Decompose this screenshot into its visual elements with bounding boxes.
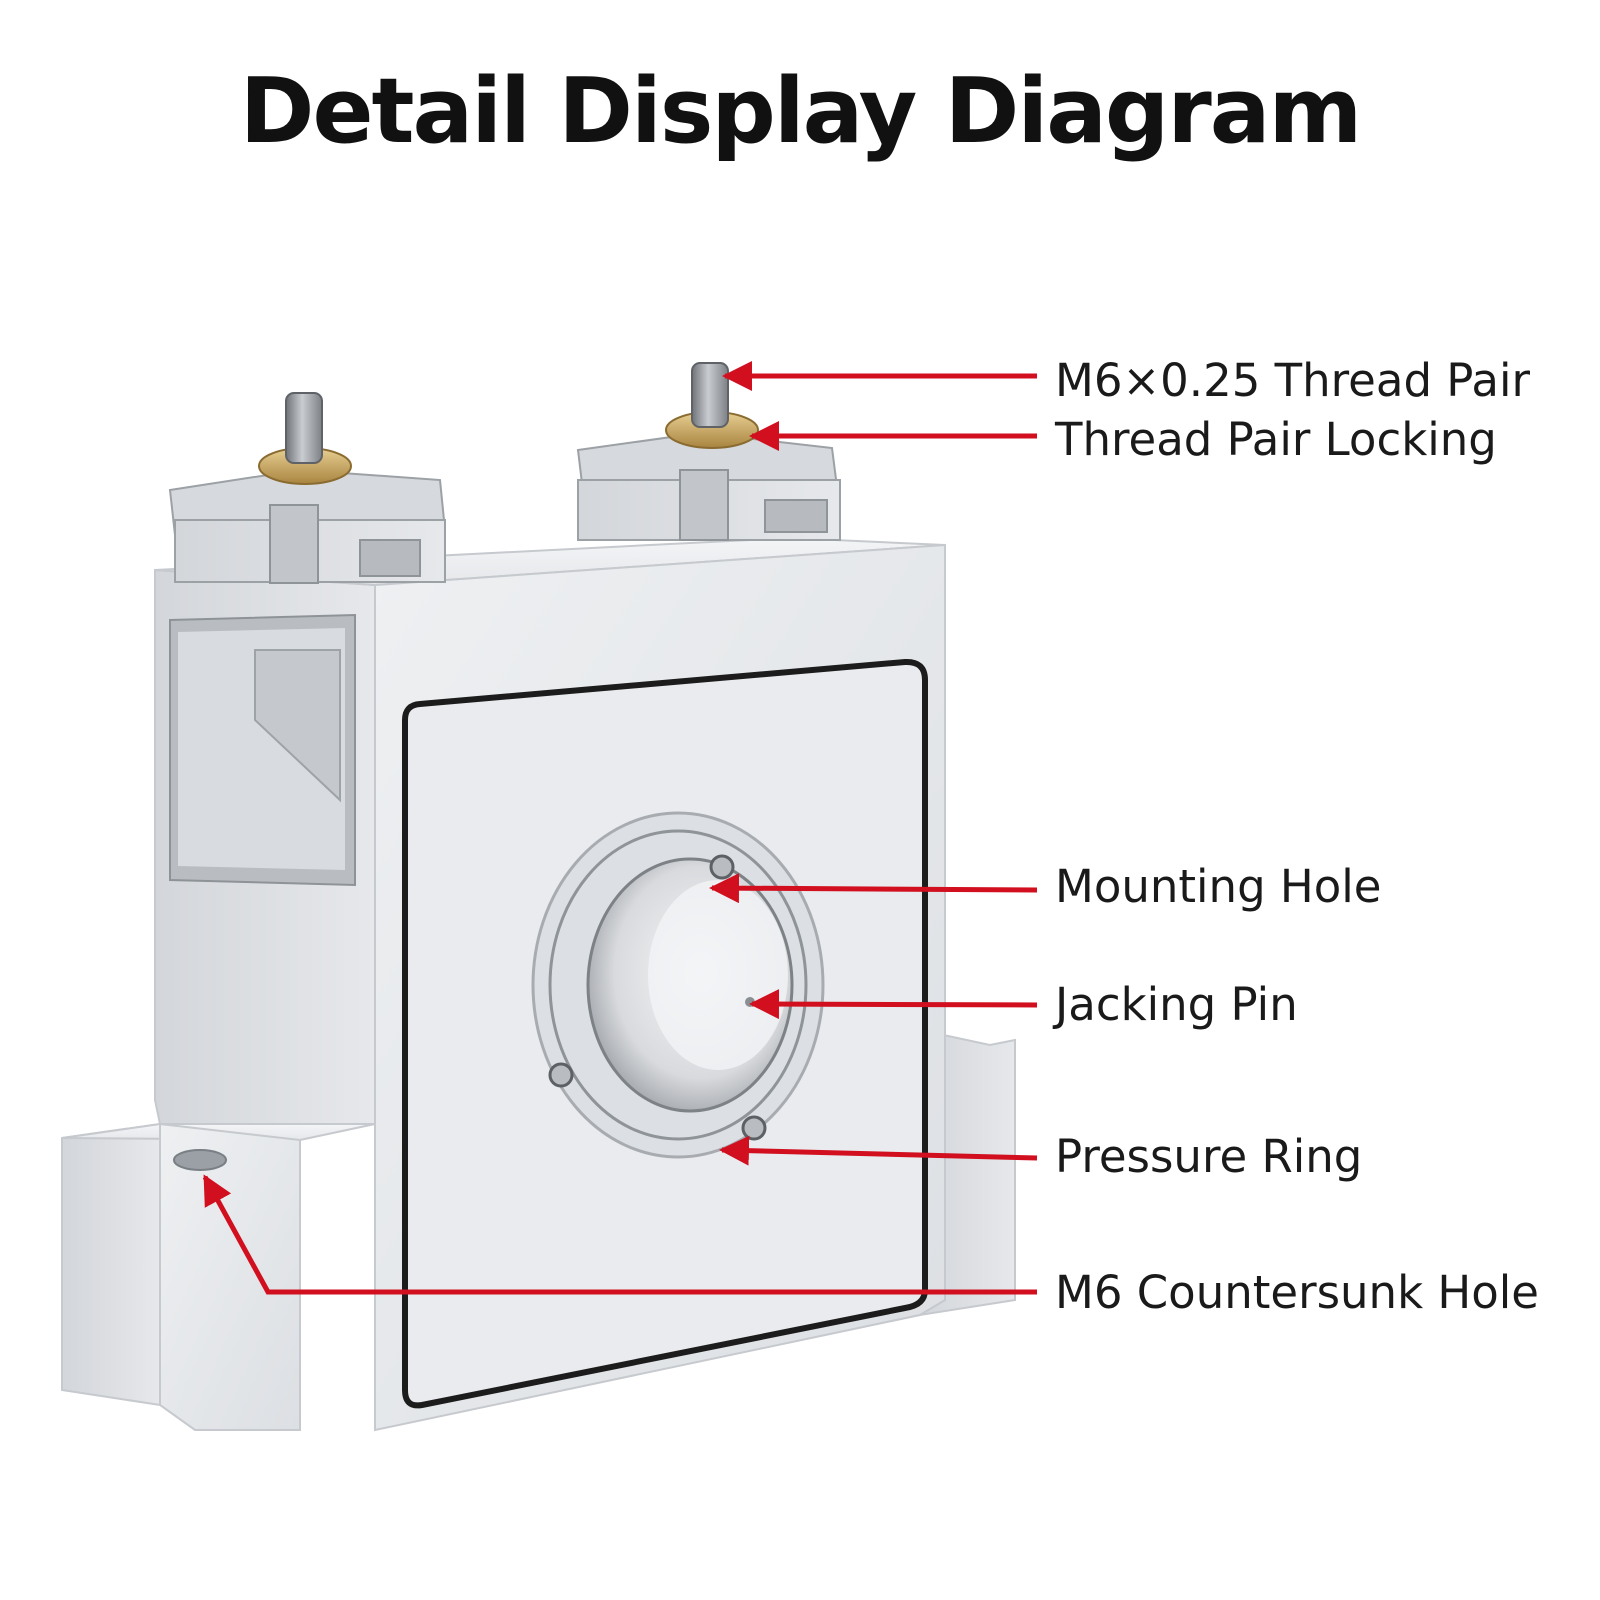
page-title: Detail Display Diagram [239, 59, 1363, 164]
adjuster-left [168, 392, 447, 584]
ring-screw-bottom [741, 1115, 767, 1141]
ring-screw-left [548, 1062, 574, 1088]
countersunk-hole [173, 1149, 227, 1171]
block-side-face [154, 568, 376, 1125]
leader-pressure-ring [719, 1135, 1038, 1166]
leader-countersunk-hole [202, 1174, 1037, 1295]
label-mounting-hole: Mounting Hole [1055, 860, 1382, 913]
adjuster-right [576, 362, 841, 541]
leader-mounting-hole [709, 873, 1038, 904]
label-thread-pair-locking: Thread Pair Locking [1055, 413, 1497, 466]
label-pressure-ring: Pressure Ring [1055, 1130, 1363, 1183]
leader-lines [202, 361, 1038, 1295]
ring-screw-top [709, 854, 735, 880]
label-jacking-pin: Jacking Pin [1055, 978, 1298, 1031]
pressure-ring-assembly [531, 811, 825, 1159]
label-m6-countersunk-hole: M6 Countersunk Hole [1055, 1266, 1539, 1319]
base-foot-left [61, 1122, 376, 1431]
label-thread-pair: M6×0.25 Thread Pair [1055, 354, 1531, 407]
leader-jacking-pin [749, 989, 1038, 1020]
